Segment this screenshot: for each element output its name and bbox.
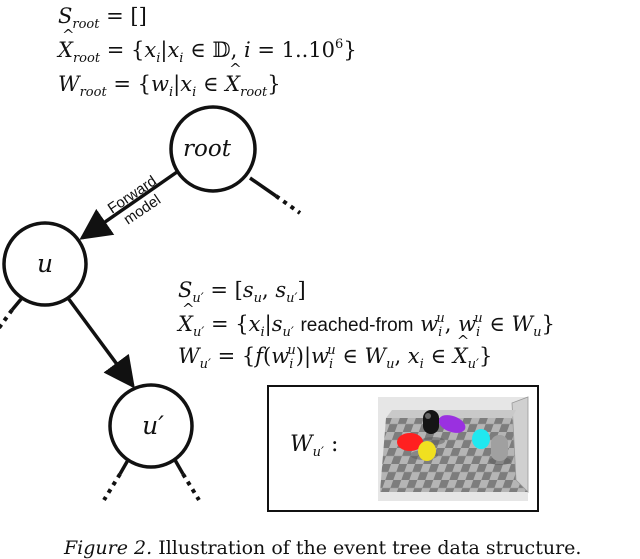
u-prime-right-dots (181, 472, 201, 502)
purple-ball (438, 415, 466, 433)
u-continuation-dots (0, 308, 14, 330)
equation-s-u-prime: Su′ = [su, su′] (178, 278, 306, 306)
u-prime-left-dots (102, 472, 122, 502)
node-root-label: root (183, 136, 232, 162)
node-u-prime-label: u′ (142, 411, 164, 440)
red-ball (397, 433, 423, 451)
equation-x-u-prime: Xu′ = {xi|su′ reached-from wiu, wiu ∈ Wu… (178, 302, 555, 339)
yellow-ball (418, 441, 436, 461)
root-continuation-dots (274, 194, 302, 215)
equation-w-u-prime: Wu′ = {f(wiu)|wiu ∈ Wu, xi ∈ Xu′} (178, 334, 492, 371)
node-u-label: u (37, 249, 53, 278)
caption-prefix: Figure 2. (64, 537, 153, 559)
node-u-prime-circle (108, 383, 194, 469)
caption-text: Illustration of the event tree data stru… (152, 537, 582, 559)
equation-s-root: Sroot = [] (58, 4, 147, 32)
equation-x-root: Xroot = {xi|xi ∈ 𝔻, i = 1..106} (58, 28, 357, 65)
inset-label: Wu′ : (290, 432, 339, 460)
edge-u-to-u-prime (66, 296, 135, 389)
root-continuation-edge (249, 176, 277, 198)
node-u-circle (2, 221, 88, 307)
u-prime-right-edge (173, 459, 185, 475)
node-root-circle (169, 105, 257, 193)
black-ball (423, 410, 439, 434)
u-prime-left-edge (118, 459, 130, 475)
figure-caption: Figure 2. Illustration of the event tree… (64, 537, 581, 559)
edge-root-to-u (79, 170, 178, 240)
cyan-ball (472, 429, 490, 449)
gray-ball (491, 435, 508, 461)
scene-image (378, 396, 529, 501)
u-continuation-edge (10, 296, 24, 312)
equation-w-root: Wroot = {wi|xi ∈ Xroot} (58, 62, 281, 99)
